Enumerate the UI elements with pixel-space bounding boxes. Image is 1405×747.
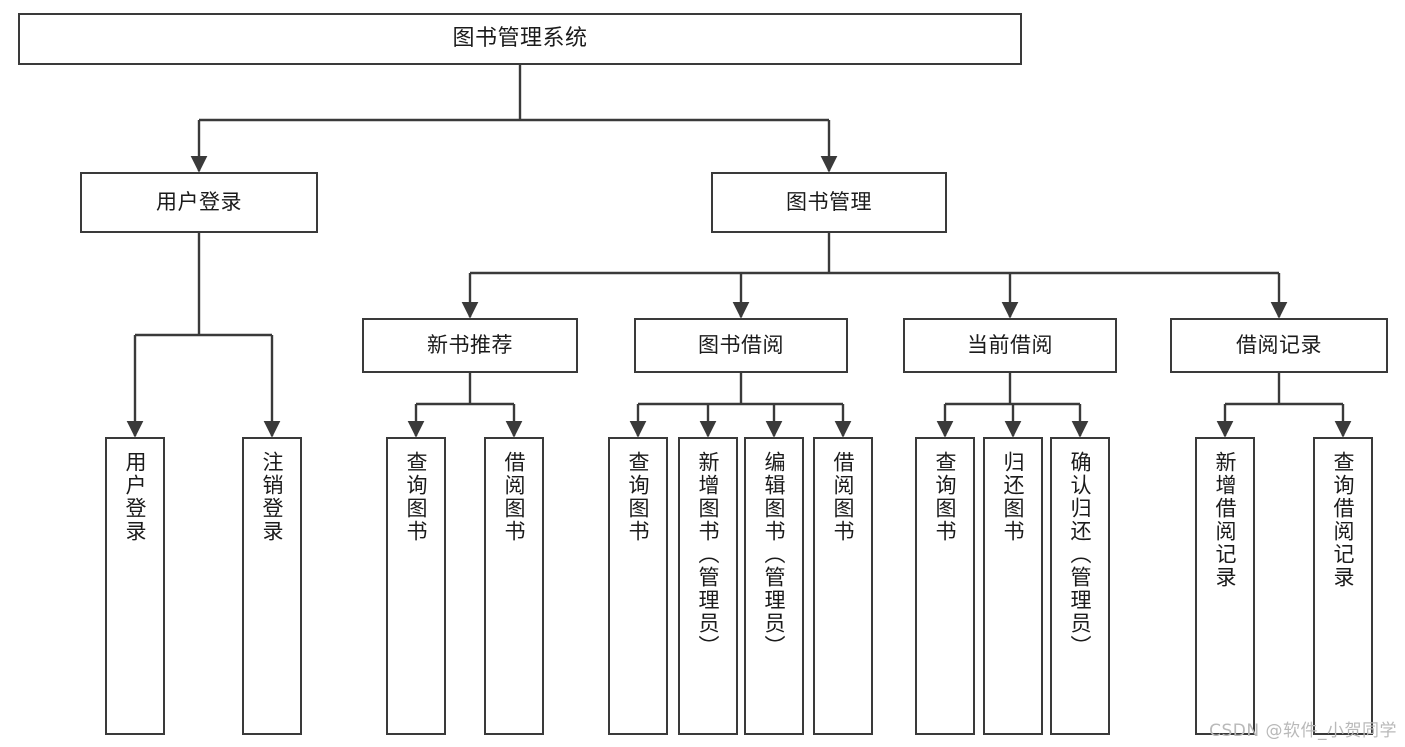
node-l_r_add[interactable]: 新增借阅记录: [1195, 437, 1255, 735]
node-bookmgmt[interactable]: 图书管理: [711, 172, 947, 233]
node-l_r_query[interactable]: 查询借阅记录: [1313, 437, 1373, 735]
node-label: 新增图书（管理员）: [696, 451, 721, 658]
node-label: 新书推荐: [427, 333, 513, 358]
node-label: 查询借阅记录: [1331, 451, 1356, 589]
node-l_b_add[interactable]: 新增图书（管理员）: [678, 437, 738, 735]
node-records[interactable]: 借阅记录: [1170, 318, 1388, 373]
node-borrow[interactable]: 图书借阅: [634, 318, 848, 373]
node-label: 确认归还（管理员）: [1068, 451, 1093, 658]
node-label: 查询图书: [933, 451, 958, 543]
node-label: 编辑图书（管理员）: [762, 451, 787, 658]
node-label: 借阅图书: [502, 451, 527, 543]
node-label: 图书管理: [786, 190, 872, 215]
node-label: 借阅记录: [1236, 333, 1322, 358]
node-login[interactable]: 用户登录: [80, 172, 318, 233]
node-l_login[interactable]: 用户登录: [105, 437, 165, 735]
node-label: 注销登录: [260, 451, 285, 543]
node-label: 图书借阅: [698, 333, 784, 358]
node-label: 图书管理系统: [452, 26, 588, 52]
node-label: 归还图书: [1001, 451, 1026, 543]
node-l_nb_borrow[interactable]: 借阅图书: [484, 437, 544, 735]
node-l_b_query[interactable]: 查询图书: [608, 437, 668, 735]
node-l_b_edit[interactable]: 编辑图书（管理员）: [744, 437, 804, 735]
node-l_c_confirm[interactable]: 确认归还（管理员）: [1050, 437, 1110, 735]
node-label: 查询图书: [404, 451, 429, 543]
node-newbook[interactable]: 新书推荐: [362, 318, 578, 373]
node-label: 借阅图书: [831, 451, 856, 543]
node-l_logout[interactable]: 注销登录: [242, 437, 302, 735]
node-l_c_query[interactable]: 查询图书: [915, 437, 975, 735]
node-root[interactable]: 图书管理系统: [18, 13, 1022, 65]
node-label: 查询图书: [626, 451, 651, 543]
node-label: 当前借阅: [967, 333, 1053, 358]
node-l_nb_query[interactable]: 查询图书: [386, 437, 446, 735]
node-l_c_return[interactable]: 归还图书: [983, 437, 1043, 735]
node-label: 用户登录: [123, 451, 148, 543]
node-label: 新增借阅记录: [1213, 451, 1238, 589]
watermark-text: CSDN @软件_小贺同学: [1209, 721, 1397, 741]
node-current[interactable]: 当前借阅: [903, 318, 1117, 373]
node-label: 用户登录: [156, 190, 242, 215]
node-l_b_borrow[interactable]: 借阅图书: [813, 437, 873, 735]
